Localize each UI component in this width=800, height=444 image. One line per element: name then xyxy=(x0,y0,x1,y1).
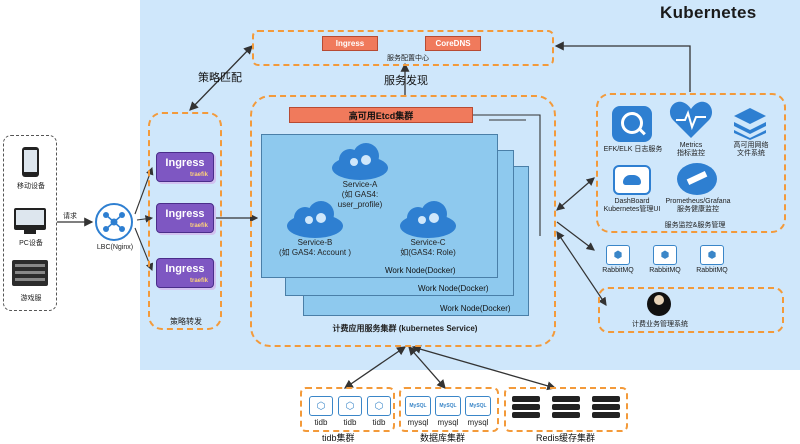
management-group xyxy=(598,287,784,333)
billing-cluster-caption: 计费应用服务集群 (kubernetes Service) xyxy=(332,324,478,333)
mysql-icon: MySQL xyxy=(405,396,431,416)
ingress-title: Ingress xyxy=(165,157,205,169)
etcd-cluster: 高可用Etcd集群 xyxy=(289,107,473,123)
strategy-forward-group xyxy=(148,112,222,330)
monitor-stand xyxy=(24,230,36,234)
lbc-label: LBC(Nginx) xyxy=(96,244,134,251)
config-ingress-box: Ingress xyxy=(322,36,378,51)
rabbitmq-icon: ⬢ xyxy=(653,245,677,265)
tidb-label-2: tidb xyxy=(343,418,357,427)
prometheus-icon xyxy=(677,163,717,195)
search-icon xyxy=(612,106,652,142)
mysql-caption: 数据库集群 xyxy=(420,433,466,443)
tidb-label-1: tidb xyxy=(314,418,328,427)
dashboard-label: DashBoard xyxy=(614,198,650,205)
tidb-caption: tidb集群 xyxy=(322,433,355,443)
service-discovery-label: 服务发现 xyxy=(384,75,428,87)
network-fs-label: 高可用网络 xyxy=(733,142,769,149)
service-c-note: 如(GAS4: Role) xyxy=(400,248,456,257)
billing-service-cluster xyxy=(250,95,556,347)
service-a-note2: user_profile) xyxy=(337,200,383,209)
tidb-icon: ⬡ xyxy=(367,396,391,416)
client-mobile-label: 移动设备 xyxy=(17,183,45,190)
tidb-icon: ⬡ xyxy=(338,396,362,416)
rabbitmq-label-2: RabbitMQ xyxy=(649,267,681,274)
metrics-sub: 指标监控 xyxy=(677,150,705,157)
mysql-icon: MySQL xyxy=(435,396,461,416)
dashboard-sub: Kubernetes管理UI xyxy=(603,206,661,213)
rabbitmq-icon: ⬢ xyxy=(606,245,630,265)
ingress-sub: traefik xyxy=(189,223,208,229)
prometheus-sub: 服务健康监控 xyxy=(677,206,719,213)
monitor-icon xyxy=(14,208,46,230)
tidb-cluster-group xyxy=(300,387,395,432)
user-icon xyxy=(647,292,671,316)
prometheus-label: Prometheus/Grafana xyxy=(665,198,731,205)
ingress-title: Ingress xyxy=(165,208,205,220)
network-fs-sub: 文件系统 xyxy=(737,150,765,157)
mysql-icon: MySQL xyxy=(465,396,491,416)
work-node-1-label: Work Node(Docker) xyxy=(385,266,456,275)
service-c-cloud-icon xyxy=(400,201,456,238)
redis-icon xyxy=(512,396,540,418)
client-pc-label: PC设备 xyxy=(19,240,43,247)
request-label: 请求 xyxy=(63,213,77,220)
service-a-cloud-icon xyxy=(332,143,388,180)
efk-label: EFK/ELK 日志服务 xyxy=(603,146,663,153)
ingress-traefik-3: Ingress traefik xyxy=(156,258,214,288)
rabbitmq-icon: ⬢ xyxy=(700,245,724,265)
ingress-traefik-2: Ingress traefik xyxy=(156,203,214,233)
dashboard-icon xyxy=(613,165,651,195)
redis-caption: Redis缓存集群 xyxy=(536,433,596,443)
strategy-forward-caption: 策略转发 xyxy=(170,317,202,326)
ingress-sub: traefik xyxy=(189,172,208,178)
work-node-3-label: Work Node(Docker) xyxy=(440,304,511,313)
network-hub-icon xyxy=(95,203,133,241)
service-c-name: Service-C xyxy=(410,238,446,247)
mysql-label-2: mysql xyxy=(437,418,459,427)
tidb-icon: ⬡ xyxy=(309,396,333,416)
redis-icon xyxy=(552,396,580,418)
ingress-sub: traefik xyxy=(189,278,208,284)
mysql-cluster-group xyxy=(399,387,499,432)
phone-icon xyxy=(22,147,39,177)
layers-icon xyxy=(734,108,766,140)
monitoring-group xyxy=(596,93,786,233)
redis-cluster-group xyxy=(504,387,628,432)
client-game-server-label: 游戏服 xyxy=(20,295,42,302)
cluster-title: Kubernetes xyxy=(660,3,757,22)
rabbitmq-label-3: RabbitMQ xyxy=(696,267,728,274)
strategy-match-label: 策略匹配 xyxy=(198,72,242,84)
rabbitmq-label-1: RabbitMQ xyxy=(602,267,634,274)
tidb-label-3: tidb xyxy=(372,418,386,427)
service-a-note: (如 GAS4: xyxy=(341,190,379,199)
config-center-caption: 服务配置中心 xyxy=(387,55,429,62)
service-b-cloud-icon xyxy=(287,201,343,238)
heart-pulse-icon xyxy=(669,101,713,138)
ingress-traefik-1: Ingress traefik xyxy=(156,152,214,182)
service-b-note: (如 GAS4: Account ) xyxy=(278,248,352,257)
mysql-label-3: mysql xyxy=(467,418,489,427)
monitoring-caption: 服务监控&服务管理 xyxy=(664,222,726,229)
coredns-box: CoreDNS xyxy=(425,36,481,51)
work-node-2-label: Work Node(Docker) xyxy=(418,284,489,293)
service-config-center xyxy=(252,30,554,66)
work-node-1 xyxy=(261,134,498,278)
ingress-title: Ingress xyxy=(165,263,205,275)
management-label: 计费业务管理系统 xyxy=(632,321,688,328)
server-icon xyxy=(12,260,48,286)
metrics-label: Metrics xyxy=(679,142,703,149)
mysql-label-1: mysql xyxy=(407,418,429,427)
service-b-name: Service-B xyxy=(297,238,333,247)
redis-icon xyxy=(592,396,620,418)
clients-group xyxy=(3,135,57,311)
service-a-name: Service-A xyxy=(342,180,378,189)
